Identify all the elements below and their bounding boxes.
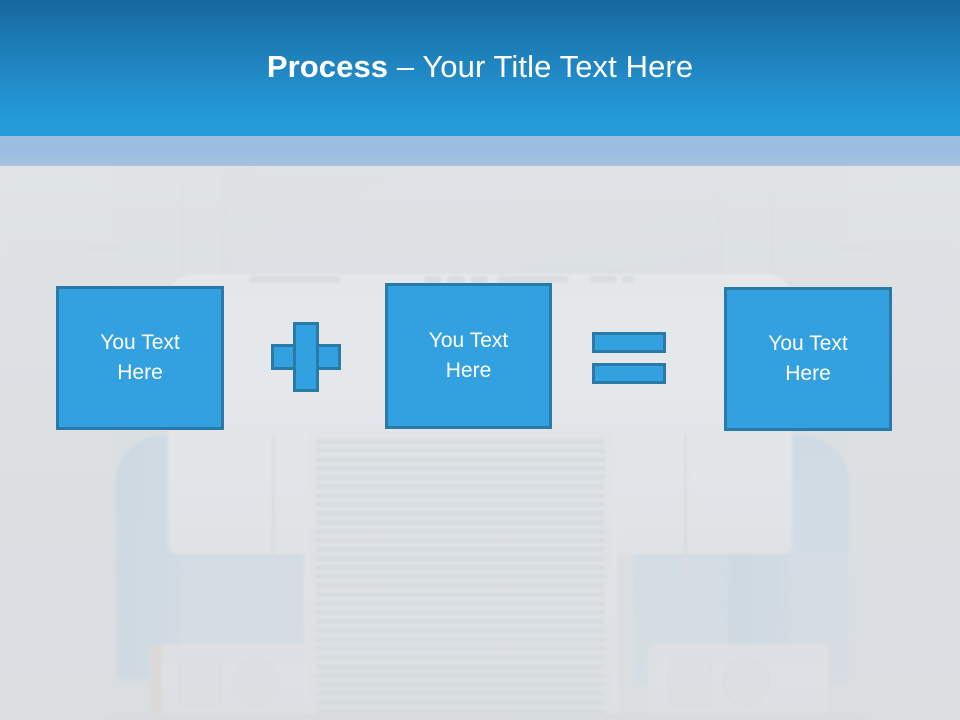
title-rest: – Your Title Text Here	[388, 49, 694, 84]
process-box-3[interactable]: You Text Here	[724, 287, 892, 431]
plus-icon	[271, 322, 341, 392]
process-box-2[interactable]: You Text Here	[385, 283, 552, 429]
process-box-2-line2: Here	[445, 359, 492, 382]
process-box-1-text: You Text Here	[100, 328, 179, 388]
plus-icon-center	[296, 347, 316, 367]
process-box-3-line1: You Text	[768, 332, 848, 355]
title-strong: Process	[266, 49, 389, 84]
title-underband	[0, 136, 960, 166]
process-box-3-line2: Here	[785, 362, 831, 385]
process-box-2-line1: You Text	[428, 329, 509, 352]
process-box-1-line1: You Text	[100, 331, 180, 354]
photo-gradient-overlay	[0, 166, 960, 720]
equals-icon-top-bar	[592, 332, 666, 353]
process-box-1[interactable]: You Text Here	[56, 286, 224, 430]
page-title: Process – Your Title Text Here	[0, 50, 960, 84]
equals-icon	[592, 332, 666, 384]
background-photo	[0, 166, 960, 720]
process-box-1-line2: Here	[117, 361, 163, 384]
process-box-2-text: You Text Here	[429, 326, 508, 386]
title-bar: Process – Your Title Text Here	[0, 0, 960, 136]
equals-icon-bottom-bar	[592, 363, 666, 384]
process-box-3-text: You Text Here	[768, 329, 847, 389]
